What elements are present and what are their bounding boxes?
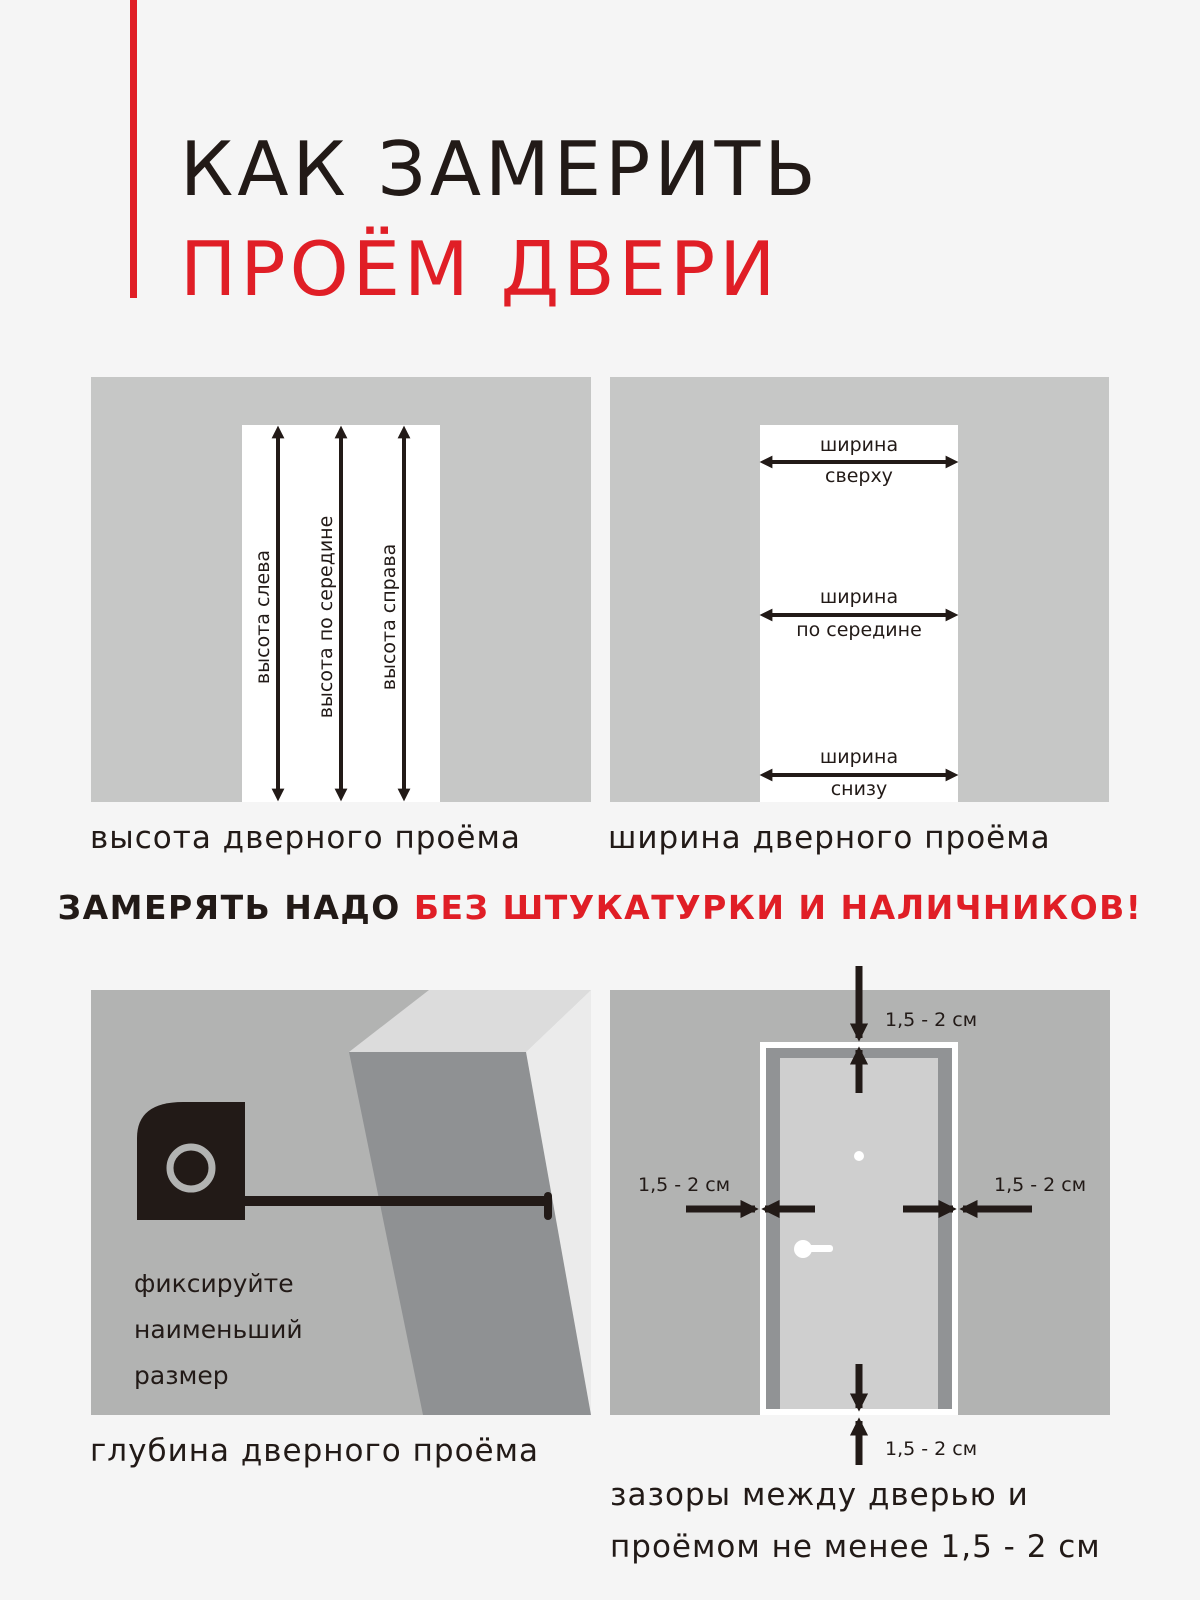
title-line-1: КАК ЗАМЕРИТЬ	[180, 125, 820, 213]
depth-note-line-3: размер	[134, 1361, 229, 1390]
depth-side-face	[349, 1052, 591, 1415]
door-peephole	[854, 1151, 864, 1161]
gap-caption-line-2: проёмом не менее 1,5 - 2 см	[610, 1529, 1101, 1565]
warning-text: ЗАМЕРЯТЬ НАДО БЕЗ ШТУКАТУРКИ И НАЛИЧНИКО…	[0, 888, 1200, 927]
width-middle-label-2: по середине	[796, 619, 922, 641]
width-diagram: ширина сверху ширина по середине ширина …	[610, 377, 1109, 802]
width-middle-label-1: ширина	[820, 586, 898, 608]
tape-measure-reel	[166, 1143, 216, 1193]
gap-diagram: 1,5 - 2 см 1,5 - 2 см 1,5 - 2 см 1,5 - 2…	[610, 966, 1110, 1465]
warning-part-2: БЕЗ ШТУКАТУРКИ И НАЛИЧНИКОВ!	[413, 888, 1143, 927]
warning-part-1: ЗАМЕРЯТЬ НАДО	[57, 888, 414, 927]
depth-diagram: фиксируйте наименьший размер	[91, 990, 591, 1415]
depth-top-face	[349, 990, 591, 1052]
title-line-2: ПРОЁМ ДВЕРИ	[180, 225, 780, 313]
tape-measure-icon	[137, 1102, 245, 1220]
door-leaf	[780, 1058, 938, 1409]
height-left-label: высота слева	[252, 550, 274, 684]
height-diagram: высота слева высота по середине высота с…	[91, 377, 591, 802]
bottom-gap-label: 1,5 - 2 см	[885, 1438, 977, 1460]
height-middle-label: высота по середине	[315, 516, 337, 719]
left-gap-label: 1,5 - 2 см	[638, 1174, 730, 1196]
depth-note-line-1: фиксируйте	[134, 1269, 294, 1298]
height-caption: высота дверного проёма	[90, 820, 521, 856]
width-bottom-label-2: снизу	[831, 778, 888, 800]
width-bottom-label-1: ширина	[820, 746, 898, 768]
height-right-label: высота справа	[378, 544, 400, 690]
depth-note-line-2: наименьший	[134, 1315, 303, 1344]
door-handle-lever	[803, 1245, 833, 1252]
depth-caption: глубина дверного проёма	[90, 1433, 539, 1469]
right-gap-label: 1,5 - 2 см	[994, 1174, 1086, 1196]
top-gap-label: 1,5 - 2 см	[885, 1009, 977, 1031]
accent-bar	[130, 0, 137, 298]
width-top-label-2: сверху	[825, 465, 893, 487]
gap-caption-line-1: зазоры между дверью и	[610, 1477, 1029, 1513]
width-top-label-1: ширина	[820, 434, 898, 456]
width-caption: ширина дверного проёма	[608, 820, 1051, 856]
